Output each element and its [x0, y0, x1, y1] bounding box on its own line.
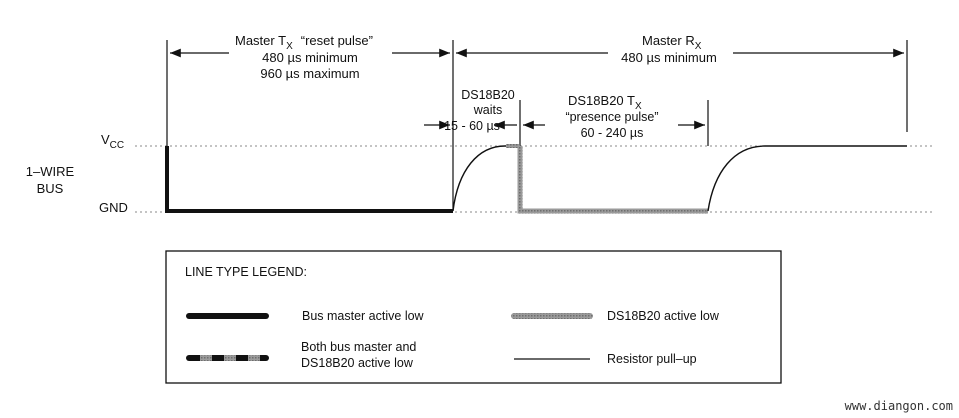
- legend-box: [165, 250, 782, 384]
- presence-range-label: 60 - 240 µs: [581, 126, 644, 140]
- master-tx-label: Master TX“reset pulse”: [235, 33, 373, 52]
- reset-min-label: 480 µs minimum: [262, 50, 358, 65]
- pullup-rise-2: [707, 145, 907, 212]
- presence-pulse-label: “presence pulse”: [565, 110, 658, 124]
- reset-max-label: 960 µs maximum: [260, 66, 359, 81]
- ds18b20-low-waveform: [517, 146, 708, 214]
- legend-both-text-2: DS18B20 active low: [301, 356, 414, 370]
- waits-label-2: waits: [473, 103, 502, 117]
- bus-label-1: 1–WIRE: [26, 164, 75, 179]
- pullup-rise-1: [452, 145, 520, 212]
- master-rx-min-label: 480 µs minimum: [621, 50, 717, 65]
- waits-label-1: DS18B20: [461, 88, 515, 102]
- bus-label-2: BUS: [37, 181, 64, 196]
- legend-pullup-text: Resistor pull–up: [607, 352, 697, 366]
- watermark: www.diangon.com: [845, 399, 953, 413]
- ds-tx-label: DS18B20 TX: [568, 93, 642, 112]
- bus-master-low-waveform: [165, 146, 453, 213]
- legend-master-text: Bus master active low: [302, 309, 425, 323]
- legend-ds-text: DS18B20 active low: [607, 309, 720, 323]
- legend-both-swatch: [186, 355, 269, 361]
- master-rx-label: Master RX: [642, 33, 702, 52]
- legend-both-text-1: Both bus master and: [301, 340, 416, 354]
- legend-title: LINE TYPE LEGEND:: [185, 265, 307, 279]
- gnd-label: GND: [99, 200, 128, 215]
- waits-label-3: 15 - 60 µs: [444, 119, 500, 133]
- vcc-label: VCC: [101, 132, 124, 151]
